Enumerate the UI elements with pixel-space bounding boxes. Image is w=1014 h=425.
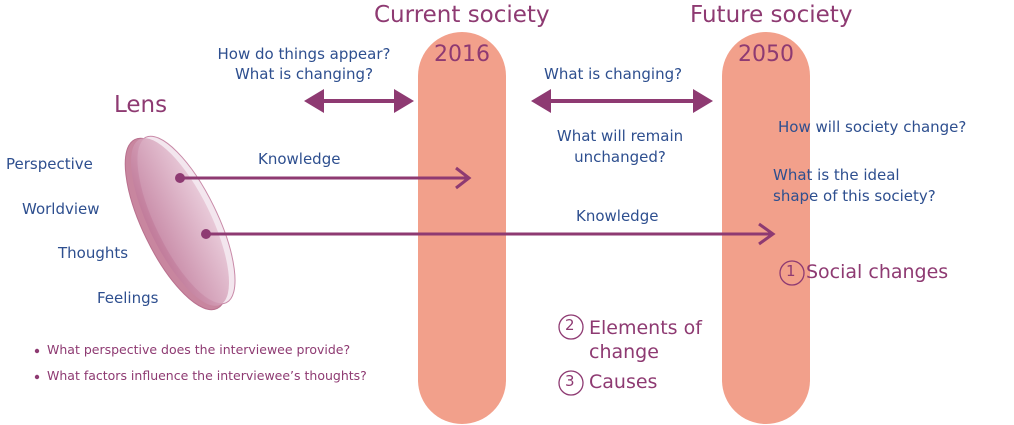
lens-item-feelings: Feelings: [97, 289, 159, 307]
number-3: 3: [565, 372, 575, 390]
number-circle-1: [779, 260, 805, 286]
lens-item-worldview: Worldview: [22, 200, 100, 218]
question-ideal: What is the ideal shape of this society?: [773, 165, 936, 207]
double-arrow-left: [304, 89, 414, 113]
current-society-bar: [418, 32, 506, 424]
lens-icon: [124, 135, 236, 311]
question-appear: How do things appear? What is changing?: [204, 44, 404, 84]
question-ideal-line1: What is the ideal: [773, 166, 900, 184]
question-remain-line2: unchanged?: [574, 148, 666, 166]
social-changes-label: Social changes: [806, 261, 949, 283]
year-current: 2016: [434, 42, 490, 67]
knowledge-arrow-future: [201, 222, 776, 246]
bullet-factors: What factors influence the interviewee’s…: [47, 368, 367, 383]
bullet-perspective: What perspective does the interviewee pr…: [47, 342, 351, 357]
elements-of-change-line2: change: [589, 341, 659, 363]
year-future: 2050: [738, 42, 794, 67]
question-ideal-line2: shape of this society?: [773, 187, 936, 205]
knowledge-arrow-current: [175, 166, 472, 190]
current-society-heading: Current society: [374, 2, 550, 28]
question-appear-line1: How do things appear?: [217, 45, 391, 63]
lens-item-thoughts: Thoughts: [58, 244, 129, 262]
question-appear-line2: What is changing?: [234, 65, 374, 83]
number-1: 1: [786, 262, 796, 280]
number-circle-2: [558, 314, 584, 340]
question-changing: What is changing?: [544, 65, 683, 83]
elements-of-change-line1: Elements of: [589, 317, 702, 339]
knowledge-label-current: Knowledge: [258, 150, 341, 168]
question-society-change: How will society change?: [778, 118, 967, 136]
bullet-dot: [34, 348, 40, 354]
elements-of-change-label: Elements of change: [589, 316, 702, 364]
lens-item-perspective: Perspective: [6, 155, 93, 173]
knowledge-label-future: Knowledge: [576, 207, 659, 225]
question-remain-line1: What will remain: [556, 127, 684, 145]
bullet-dot: [34, 374, 40, 380]
question-remain: What will remain unchanged?: [540, 126, 700, 168]
number-circle-3: [558, 370, 584, 396]
causes-label: Causes: [589, 371, 658, 393]
number-2: 2: [565, 316, 575, 334]
lens-heading: Lens: [114, 92, 168, 118]
future-society-heading: Future society: [690, 2, 853, 28]
double-arrow-middle: [531, 89, 713, 113]
